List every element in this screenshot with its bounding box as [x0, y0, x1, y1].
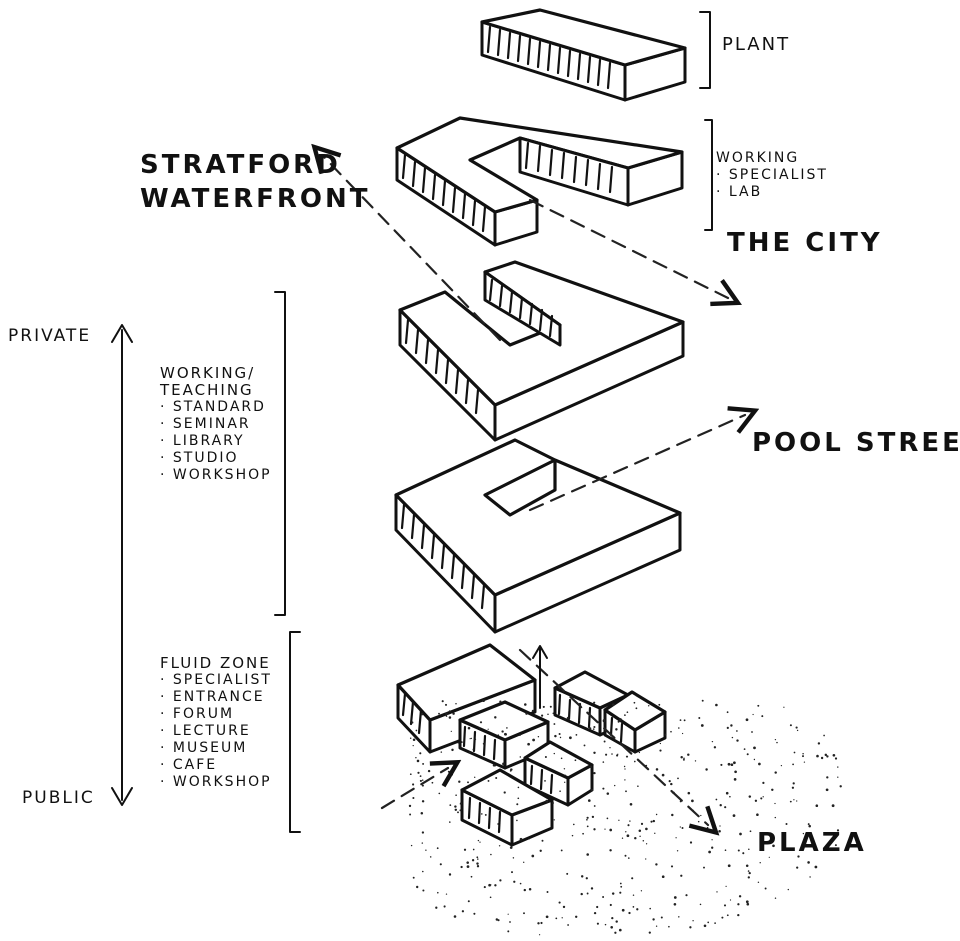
stratford-label: STRATFORD WATERFRONT — [140, 148, 371, 216]
vertical-entry-arrow — [532, 645, 548, 709]
fluid-zone-item: SPECIALIST — [160, 672, 272, 689]
teaching-item: SEMINAR — [160, 416, 272, 433]
the-city-arrow — [528, 198, 728, 298]
fluid-zone-blocks — [396, 643, 667, 847]
private-label: PRIVATE — [8, 326, 92, 346]
stratford-arrow — [322, 155, 502, 342]
teaching-item: STUDIO — [160, 450, 272, 467]
pool-street-label: POOL STREET — [752, 428, 960, 458]
lab-bracket — [704, 119, 713, 231]
fluid-zone-bracket — [289, 631, 301, 833]
plant-label: PLANT — [722, 34, 791, 55]
plaza-arrow — [518, 648, 708, 825]
working-label: WORKING — [716, 150, 800, 166]
fluid-zone-item: ENTRANCE — [160, 689, 272, 706]
fluid-zone-title: FLUID ZONE — [160, 654, 271, 672]
private-public-axis — [111, 324, 133, 806]
teaching-items: STANDARD SEMINAR LIBRARY STUDIO WORKSHOP — [160, 399, 272, 484]
teaching-upper-block — [398, 260, 685, 442]
plant-bracket — [699, 11, 711, 89]
lab-item: LAB — [716, 184, 828, 201]
teaching-item: LIBRARY — [160, 433, 272, 450]
fluid-zone-items: SPECIALIST ENTRANCE FORUM LECTURE MUSEUM… — [160, 672, 272, 791]
entry-arrow — [380, 768, 448, 810]
fluid-zone-item: WORKSHOP — [160, 774, 272, 791]
pavilion-center — [523, 740, 594, 807]
fluid-zone-item: LECTURE — [160, 723, 272, 740]
fluid-zone-label: FLUID ZONE SPECIALIST ENTRANCE FORUM LEC… — [160, 655, 272, 791]
teaching-lower-block — [394, 438, 682, 634]
lab-items: SPECIALIST LAB — [716, 167, 828, 201]
pavilion-mid — [458, 700, 550, 770]
lab-level-block — [395, 116, 684, 247]
teaching-item: STANDARD — [160, 399, 272, 416]
stratford-line-2: WATERFRONT — [140, 184, 371, 214]
teaching-line-1: WORKING/ — [160, 364, 256, 382]
teaching-label: WORKING/ TEACHING STANDARD SEMINAR LIBRA… — [160, 365, 272, 484]
the-city-label: THE CITY — [727, 228, 883, 258]
fluid-zone-item: CAFE — [160, 757, 272, 774]
teaching-bracket — [274, 291, 286, 616]
lab-level-label: WORKING SPECIALIST LAB — [716, 150, 828, 201]
fluid-zone-item: FORUM — [160, 706, 272, 723]
plaza-stipple — [408, 699, 842, 936]
lab-item: SPECIALIST — [716, 167, 828, 184]
teaching-item: WORKSHOP — [160, 467, 272, 484]
pavilion-right-2 — [603, 690, 667, 754]
pool-street-arrow — [528, 415, 745, 512]
fluid-zone-item: MUSEUM — [160, 740, 272, 757]
teaching-line-2: TEACHING — [160, 381, 254, 399]
plaza-label: PLAZA — [757, 828, 867, 858]
plant-slab — [480, 8, 687, 102]
stratford-line-1: STRATFORD — [140, 150, 341, 180]
public-label: PUBLIC — [22, 788, 95, 808]
